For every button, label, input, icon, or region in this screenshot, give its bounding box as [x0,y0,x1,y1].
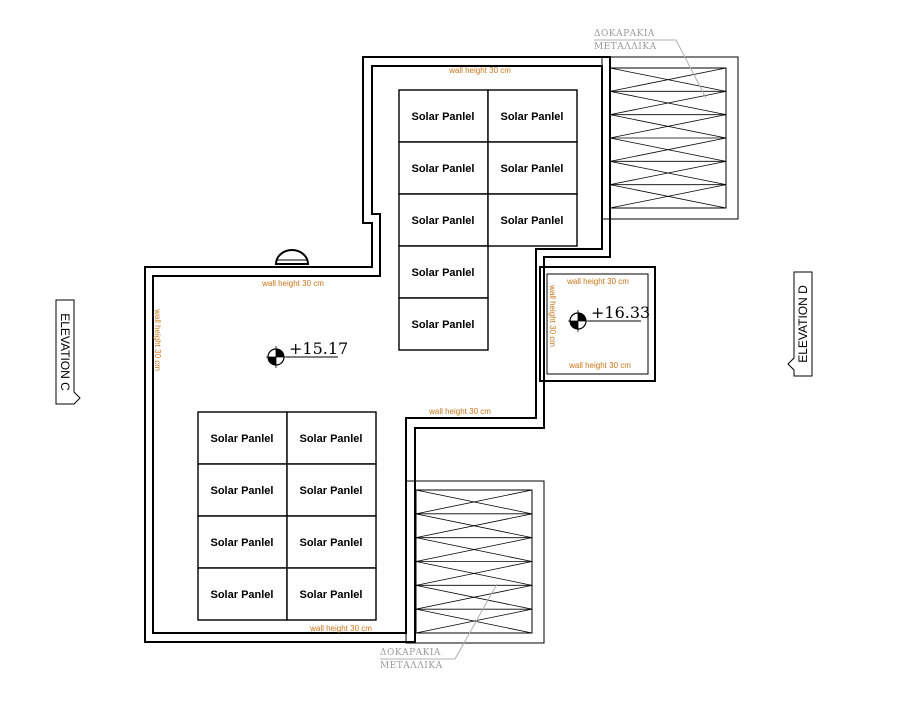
beam-brace [415,537,533,562]
elevation-c-label: ELEVATION C [58,313,72,391]
level-value-upper: +16.33 [591,303,650,322]
solar-panel-label: Solar Panlel [412,163,475,175]
elevation-d-marker: ELEVATION D [787,271,813,377]
solar-panel [197,515,288,569]
solar-panel-label: Solar Panlel [300,485,363,497]
wall-height-label: wall height 30 cm [261,279,324,288]
level-marker-upper: +16.33 [568,303,650,332]
wall-height-label: wall height 30 cm [309,624,372,633]
level-value-main: +15.17 [289,339,348,358]
solar-panels-lower-group: Solar Panlel Solar Panlel Solar Panlel S… [197,411,377,621]
solar-panel [487,193,578,247]
solar-panel [197,567,288,621]
beam-brace [609,90,727,116]
beam-brace [415,608,533,634]
solar-panel [487,141,578,195]
note-line-1: ΔΟΚΑΡΑΚΙΑ [380,648,441,658]
wall-height-label: wall height 30 cm [428,407,491,416]
solar-panel-label: Solar Panlel [412,215,475,227]
solar-panel-label: Solar Panlel [211,433,274,445]
note-line-2: ΜΕΤΑΛΛΙΚΑ [594,42,657,52]
solar-panels-upper-group: Solar Panlel Solar Panlel Solar Panlel S… [398,89,578,351]
outer-wall-outline [144,56,611,643]
metal-beams-grid-bottom [415,489,533,634]
solar-panel [487,89,578,143]
wall-height-label: wall height 30 cm [448,66,511,75]
solar-panel-label: Solar Panlel [412,319,475,331]
elevation-c-marker: ELEVATION C [55,299,81,405]
solar-panel-label: Solar Panlel [300,537,363,549]
solar-panel-label: Solar Panlel [211,485,274,497]
solar-panel-label: Solar Panlel [412,111,475,123]
solar-panel [197,463,288,517]
metal-beams-grid-top [609,67,727,209]
wall-height-label: wall height 30 cm [568,361,631,370]
metal-beams-note-top: ΔΟΚΑΡΑΚΙΑ ΜΕΤΑΛΛΙΚΑ [594,29,707,99]
dome-skylight [274,249,310,265]
solar-panel [286,463,377,517]
beam-brace [609,114,727,139]
solar-panel [197,411,288,465]
solar-panel-label: Solar Panlel [211,589,274,601]
raised-box-inner [546,273,649,375]
beam-brace [609,160,727,186]
level-marker-main: +15.17 [266,339,348,368]
note-line-2: ΜΕΤΑΛΛΙΚΑ [380,661,443,671]
wall-height-label-vertical: wall height 30 cm [548,284,557,347]
solar-panel [286,515,377,569]
solar-panel-label: Solar Panlel [412,267,475,279]
solar-panel-label: Solar Panlel [501,111,564,123]
metal-beams-area-bottom-outer [405,480,545,644]
beam-brace [415,513,533,539]
elevation-d-label: ELEVATION D [796,285,810,363]
beam-brace [415,561,533,586]
wall-height-label: wall height 30 cm [566,277,629,286]
beam-brace [609,184,727,209]
solar-panel-label: Solar Panlel [501,163,564,175]
note-leader-top [594,39,707,99]
beam-brace [609,137,727,162]
solar-panel-label: Solar Panlel [300,589,363,601]
solar-panel [286,567,377,621]
solar-panel-label: Solar Panlel [211,537,274,549]
metal-beams-area-top-outer [601,56,739,220]
note-leader-bottom [380,583,498,660]
beam-brace [415,584,533,610]
wall-height-label-vertical: wall height 30 cm [153,308,162,371]
note-line-1: ΔΟΚΑΡΑΚΙΑ [594,29,655,39]
beam-brace [415,489,533,515]
solar-panel [398,245,489,299]
solar-panel [398,141,489,195]
solar-panel-label: Solar Panlel [300,433,363,445]
raised-box-outer [539,266,656,382]
solar-panel [398,297,489,351]
solar-panel-label: Solar Panlel [501,215,564,227]
beam-brace [609,67,727,92]
metal-beams-note-bottom: ΔΟΚΑΡΑΚΙΑ ΜΕΤΑΛΛΙΚΑ [380,583,498,671]
